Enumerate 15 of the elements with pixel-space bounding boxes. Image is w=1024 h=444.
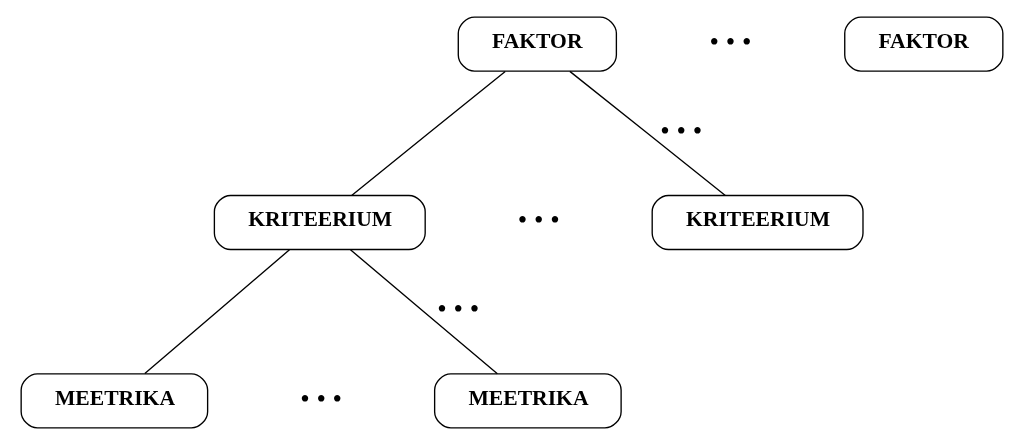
connector — [144, 248, 291, 374]
connector — [349, 248, 499, 374]
node-box: MEETRIKA — [433, 372, 622, 429]
connector — [351, 70, 506, 196]
node-box: FAKTOR — [844, 15, 1004, 72]
connector — [569, 70, 726, 196]
node-box: FAKTOR — [457, 15, 618, 72]
node-box: MEETRIKA — [20, 372, 209, 429]
edge-label: • • • — [660, 115, 703, 146]
label: • • • — [300, 383, 343, 414]
node-box: KRITEERIUM — [213, 194, 426, 250]
label: • • • — [517, 204, 560, 235]
node-box: KRITEERIUM — [651, 194, 864, 250]
edge-label: • • • — [437, 293, 480, 324]
label: • • • — [709, 26, 752, 57]
